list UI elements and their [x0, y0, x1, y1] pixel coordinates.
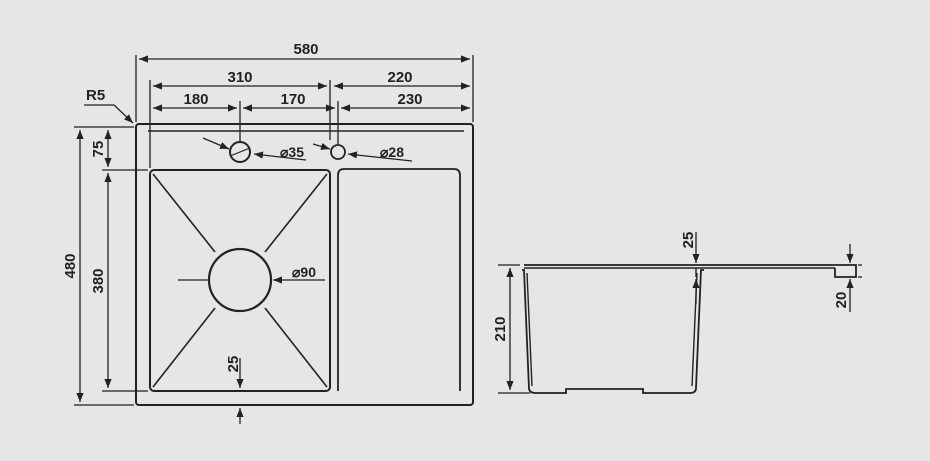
drainer-outline: [337, 168, 461, 391]
overflow-hole-circle: [330, 144, 346, 160]
dim-bottom-25: 25: [225, 356, 242, 373]
dim-tap-hole: ⌀35: [280, 144, 304, 160]
section-view: [522, 264, 857, 394]
dim-overflow-hole: ⌀28: [380, 144, 404, 160]
drain-circle: [207, 247, 273, 313]
sink-outline: [135, 123, 474, 406]
dim-75: 75: [90, 141, 107, 158]
section-rim: [524, 264, 857, 278]
bowl-outline: [149, 169, 331, 392]
dim-r5: R5: [86, 87, 105, 104]
bowl-slope-lines: [152, 173, 328, 388]
bottom-offset-dimension: 25: [225, 356, 244, 424]
section-dimensions: 210 25 20: [492, 232, 862, 394]
plan-view: [135, 123, 474, 406]
dim-drain: ⌀90: [292, 264, 316, 280]
dim-480: 480: [62, 253, 79, 278]
top-dimensions: 580 310 220 180 170 230: [135, 41, 474, 168]
dim-180: 180: [183, 91, 208, 108]
section-bowl: [522, 269, 704, 394]
radius-callout: R5: [84, 87, 134, 124]
dim-220: 220: [387, 69, 412, 86]
dim-section-25: 25: [680, 232, 697, 249]
dim-380: 380: [90, 268, 107, 293]
dim-170: 170: [280, 91, 305, 108]
left-dimensions: 480 380 75: [62, 126, 148, 406]
dim-310: 310: [227, 69, 252, 86]
dim-20: 20: [833, 292, 850, 309]
dim-580: 580: [293, 41, 318, 58]
dim-230: 230: [397, 91, 422, 108]
dim-210: 210: [492, 316, 509, 341]
hole-callouts: ⌀35 ⌀28 ⌀90: [178, 137, 413, 284]
tap-hole-circle: [229, 141, 251, 163]
